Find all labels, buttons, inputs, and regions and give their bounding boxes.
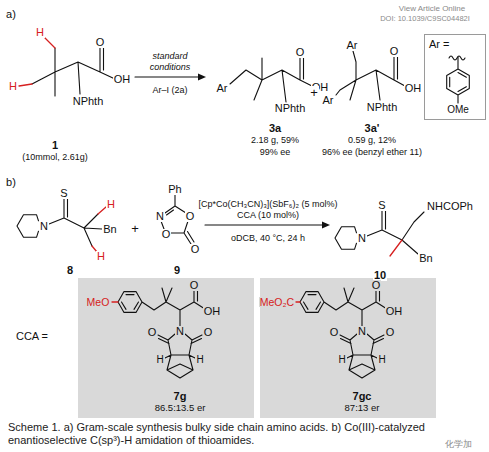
atom-label: N [357, 326, 367, 337]
substituent-bond [296, 301, 300, 302]
reaction-arrow [135, 76, 200, 77]
atom-label: b) [5, 177, 17, 188]
atom-label: O [147, 327, 158, 338]
annotation: 0.59 g, 12% [347, 136, 397, 145]
atom-label: H [337, 355, 346, 365]
atom-label: OH [113, 74, 132, 85]
catalyst-structure [300, 288, 387, 378]
atom-label: OH [404, 83, 423, 94]
compound-number: 7gc [353, 390, 372, 403]
amide-product-bonds [335, 211, 424, 254]
product-bonds [230, 58, 312, 102]
atom-label: H [35, 27, 45, 38]
atom-label: O [329, 327, 340, 338]
watermark: View Article Online [398, 5, 467, 13]
catalyst-structure [118, 288, 205, 378]
aryl-ring [447, 57, 470, 103]
atom-label: NPhth [366, 102, 399, 113]
atom-label: MeO₂C [259, 297, 295, 308]
atom-label: H [377, 355, 386, 365]
thioamide-bonds [17, 198, 102, 246]
atom-label: NHCOPh [426, 201, 474, 212]
atom-label: NPhth [72, 96, 105, 107]
definition-label: Ar = [429, 38, 481, 51]
compound-number: 1 [51, 140, 59, 151]
reaction-arrow [205, 224, 324, 225]
selectivity-value: 87:13 er [345, 403, 380, 414]
atom-label: O [203, 327, 214, 338]
reactive-ch-bond [19, 38, 55, 86]
compound-number: 3a [268, 123, 282, 134]
atom-label: H [155, 355, 164, 365]
annotation: conditions [149, 63, 192, 72]
substrate-bonds [32, 48, 115, 96]
atom-label: O [95, 37, 106, 48]
annotation: 96% ee (benzyl ether 11) [321, 148, 423, 157]
atom-label: MeO [86, 297, 111, 308]
arrow-head [198, 74, 206, 81]
methyl-bond [390, 240, 402, 256]
substituent-bond [112, 301, 118, 302]
wavy-bond [449, 56, 465, 60]
atom-label: H [8, 81, 18, 92]
atom-label: + [309, 86, 319, 99]
atom-label: Ar [216, 83, 229, 94]
atom-label: Bn [102, 224, 117, 235]
atom-label: Ph [167, 184, 182, 195]
atom-label: H [195, 355, 204, 365]
atom-label: O [185, 211, 196, 222]
atom-label: N [39, 221, 49, 232]
annotation: standard [151, 52, 188, 61]
watermark: DOI: 10.1039/C9SC04482I [379, 15, 471, 23]
atom-label: H [106, 199, 116, 210]
atom-label: O [385, 327, 396, 338]
atom-label: 99% ee [259, 148, 292, 157]
atom-label: CCA = [15, 331, 49, 342]
atom-label: NPhth [274, 103, 307, 114]
atom-label: O [295, 47, 306, 58]
atom-label: O [389, 46, 400, 57]
atom-label: O [190, 244, 201, 255]
annotation: CCA (10 mol%) [236, 211, 300, 220]
annotation: [Cp*Co(CH₃CN)₃](SbF₆)₂ (5 mol%) [198, 200, 339, 209]
arrow-head [322, 222, 330, 229]
annotation: 2.18 g, 59% [250, 136, 300, 145]
atom-label: H [96, 251, 106, 262]
atom-label: O [371, 280, 382, 291]
atom-label: Ar [322, 95, 335, 106]
compound-number: 3a' [364, 123, 381, 134]
atom-label: S [377, 200, 386, 211]
atom-label: Ar [346, 40, 359, 51]
compound-number: 9 [173, 265, 181, 276]
product-bonds [336, 51, 405, 100]
annotation: Ar–I (2a) [151, 86, 188, 95]
atom-label: Bn [418, 253, 433, 264]
atom-label: OH [203, 306, 222, 317]
annotation: (10mmol, 2.61g) [21, 153, 89, 162]
atom-label: N [175, 326, 185, 337]
selectivity-value: 86.5:13.5 er [155, 403, 206, 414]
atom-label: N [155, 211, 165, 222]
atom-label: O [161, 229, 172, 240]
atom-label: O [189, 280, 200, 291]
atom-label: + [130, 222, 140, 235]
atom-label: N [357, 233, 367, 244]
compound-number: 8 [66, 265, 74, 276]
atom-label: a) [5, 9, 17, 20]
watermark: 化学加 [444, 440, 473, 449]
atom-label: OH [385, 306, 404, 317]
atom-label: S [59, 188, 68, 199]
annotation: oDCB, 40 °C, 24 h [230, 234, 306, 243]
atom-label: OMe [446, 105, 470, 115]
compound-number: 7g [174, 390, 187, 403]
scheme-caption: Scheme 1. a) Gram-scale synthesis bulky … [8, 421, 438, 447]
